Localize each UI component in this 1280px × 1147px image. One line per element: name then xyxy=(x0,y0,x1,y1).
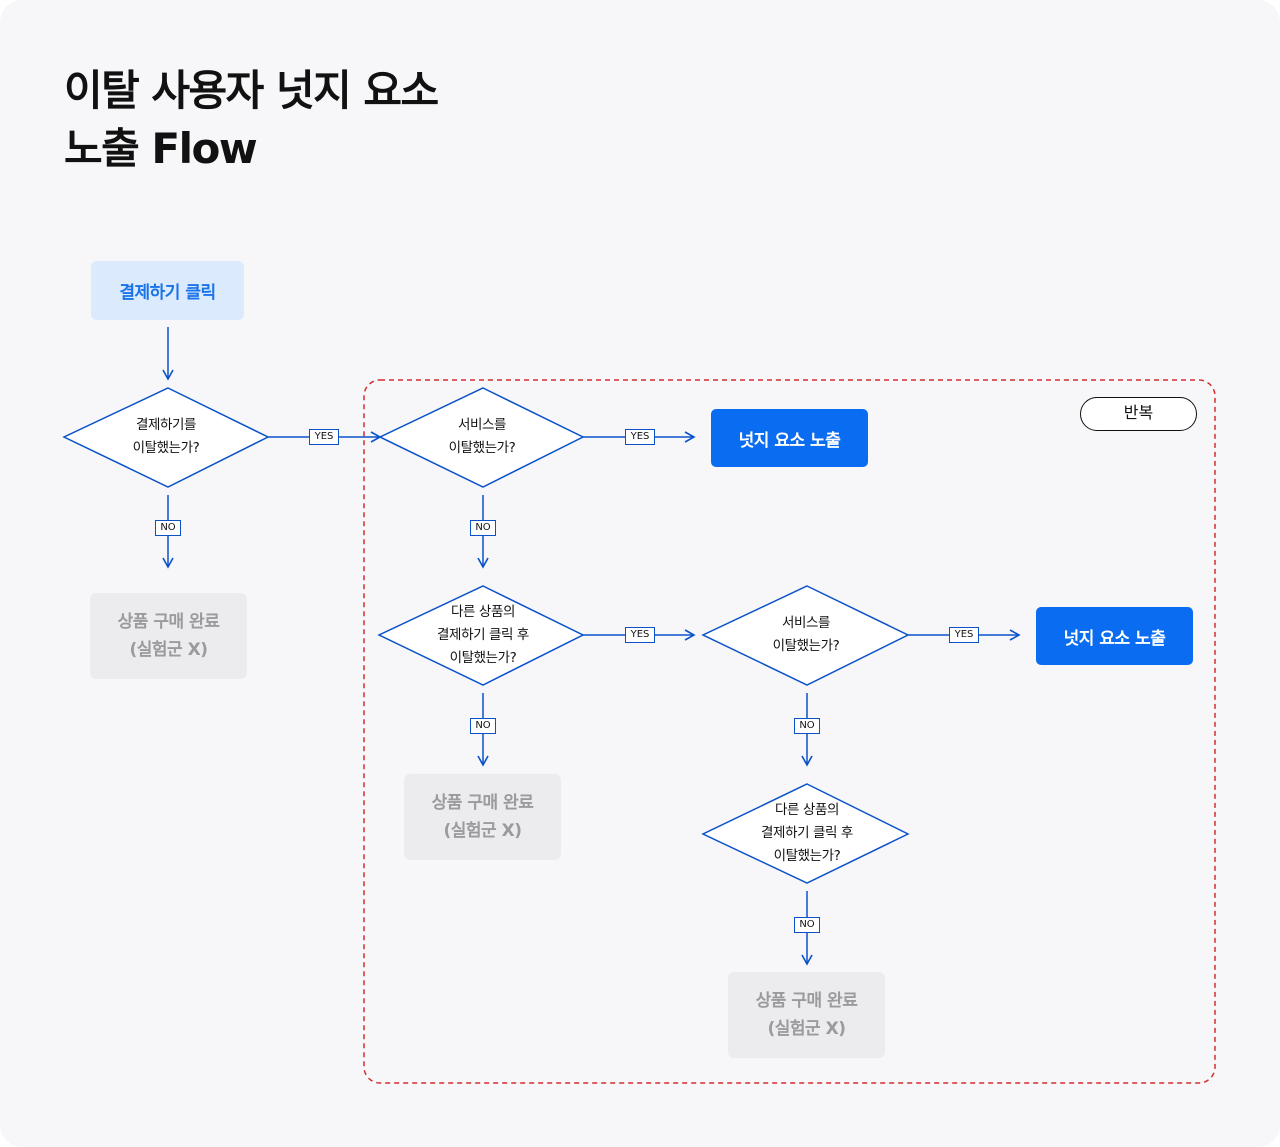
decision-d4-label: 서비스를 이탈했는가? xyxy=(724,608,888,662)
nudge-node-2-label: 넛지 요소 노출 xyxy=(1063,628,1166,649)
page-title-line-2: 노출 Flow xyxy=(64,124,258,173)
edge-tag-no-d5: NO xyxy=(794,917,820,933)
decision-diamond-d5 xyxy=(701,783,910,884)
decision-d1-label: 결제하기를 이탈했는가? xyxy=(84,410,248,464)
decision-d5-label: 다른 상품의 결제하기 클릭 후 이탈했는가? xyxy=(715,796,899,870)
end-node-1: 상품 구매 완료 (실험군 X) xyxy=(90,593,247,679)
edge-tag-yes-d4: YES xyxy=(949,627,979,643)
nudge-node-2: 넛지 요소 노출 xyxy=(1036,607,1193,665)
decision-diamonds xyxy=(62,387,910,884)
page-title-line-1: 이탈 사용자 넛지 요소 xyxy=(64,66,439,115)
decision-d4-line-2: 이탈했는가? xyxy=(772,638,840,654)
decision-d2-line-1: 서비스를 xyxy=(457,417,507,433)
decision-d2-line-2: 이탈했는가? xyxy=(448,440,516,456)
decision-d1-line-2: 이탈했는가? xyxy=(132,440,200,456)
edge-tag-yes-d2: YES xyxy=(625,429,655,445)
end-node-2: 상품 구매 완료 (실험군 X) xyxy=(404,774,561,860)
decision-d4-line-1: 서비스를 xyxy=(781,615,831,631)
decision-diamond-d4 xyxy=(701,585,910,686)
start-node: 결제하기 클릭 xyxy=(91,261,244,320)
end-node-1-line-2: (실험군 X) xyxy=(129,640,208,660)
edge-tag-no-d2: NO xyxy=(470,520,496,536)
decision-diamond-d2 xyxy=(378,387,585,488)
decision-d3-label: 다른 상품의 결제하기 클릭 후 이탈했는가? xyxy=(391,598,575,672)
end-node-1-line-1: 상품 구매 완료 xyxy=(117,612,220,632)
end-node-2-line-1: 상품 구매 완료 xyxy=(431,793,534,813)
end-node-3-line-2: (실험군 X) xyxy=(767,1019,846,1039)
decision-d1-line-1: 결제하기를 xyxy=(135,417,197,433)
start-node-label: 결제하기 클릭 xyxy=(119,283,216,303)
decision-d3-line-1: 다른 상품의 xyxy=(451,603,515,620)
decision-d5-line-2: 결제하기 클릭 후 xyxy=(761,824,853,841)
decision-d2-label: 서비스를 이탈했는가? xyxy=(400,410,564,464)
page-title: 이탈 사용자 넛지 요소 노출 Flow xyxy=(64,62,439,178)
nudge-node-1-label: 넛지 요소 노출 xyxy=(738,430,841,451)
edge-tag-yes-d3: YES xyxy=(625,627,655,643)
end-node-3-line-1: 상품 구매 완료 xyxy=(755,991,858,1011)
decision-d5-line-1: 다른 상품의 xyxy=(775,801,839,818)
edge-tag-no-d3: NO xyxy=(470,718,496,734)
end-node-2-line-2: (실험군 X) xyxy=(443,821,522,841)
decision-d5-line-3: 이탈했는가? xyxy=(773,847,841,864)
loop-group-label: 반복 xyxy=(1080,397,1197,431)
decision-d3-line-3: 이탈했는가? xyxy=(449,649,517,666)
loop-group-border xyxy=(363,379,1216,1084)
decision-d3-line-2: 결제하기 클릭 후 xyxy=(437,626,529,643)
decision-diamond-d1 xyxy=(62,387,270,488)
edge-tag-no-d4: NO xyxy=(794,718,820,734)
decision-diamond-d3 xyxy=(377,585,585,686)
end-node-3: 상품 구매 완료 (실험군 X) xyxy=(728,972,885,1058)
edge-tag-no-d1: NO xyxy=(155,520,181,536)
edge-tag-yes-d1: YES xyxy=(309,429,339,445)
nudge-node-1: 넛지 요소 노출 xyxy=(711,409,868,467)
